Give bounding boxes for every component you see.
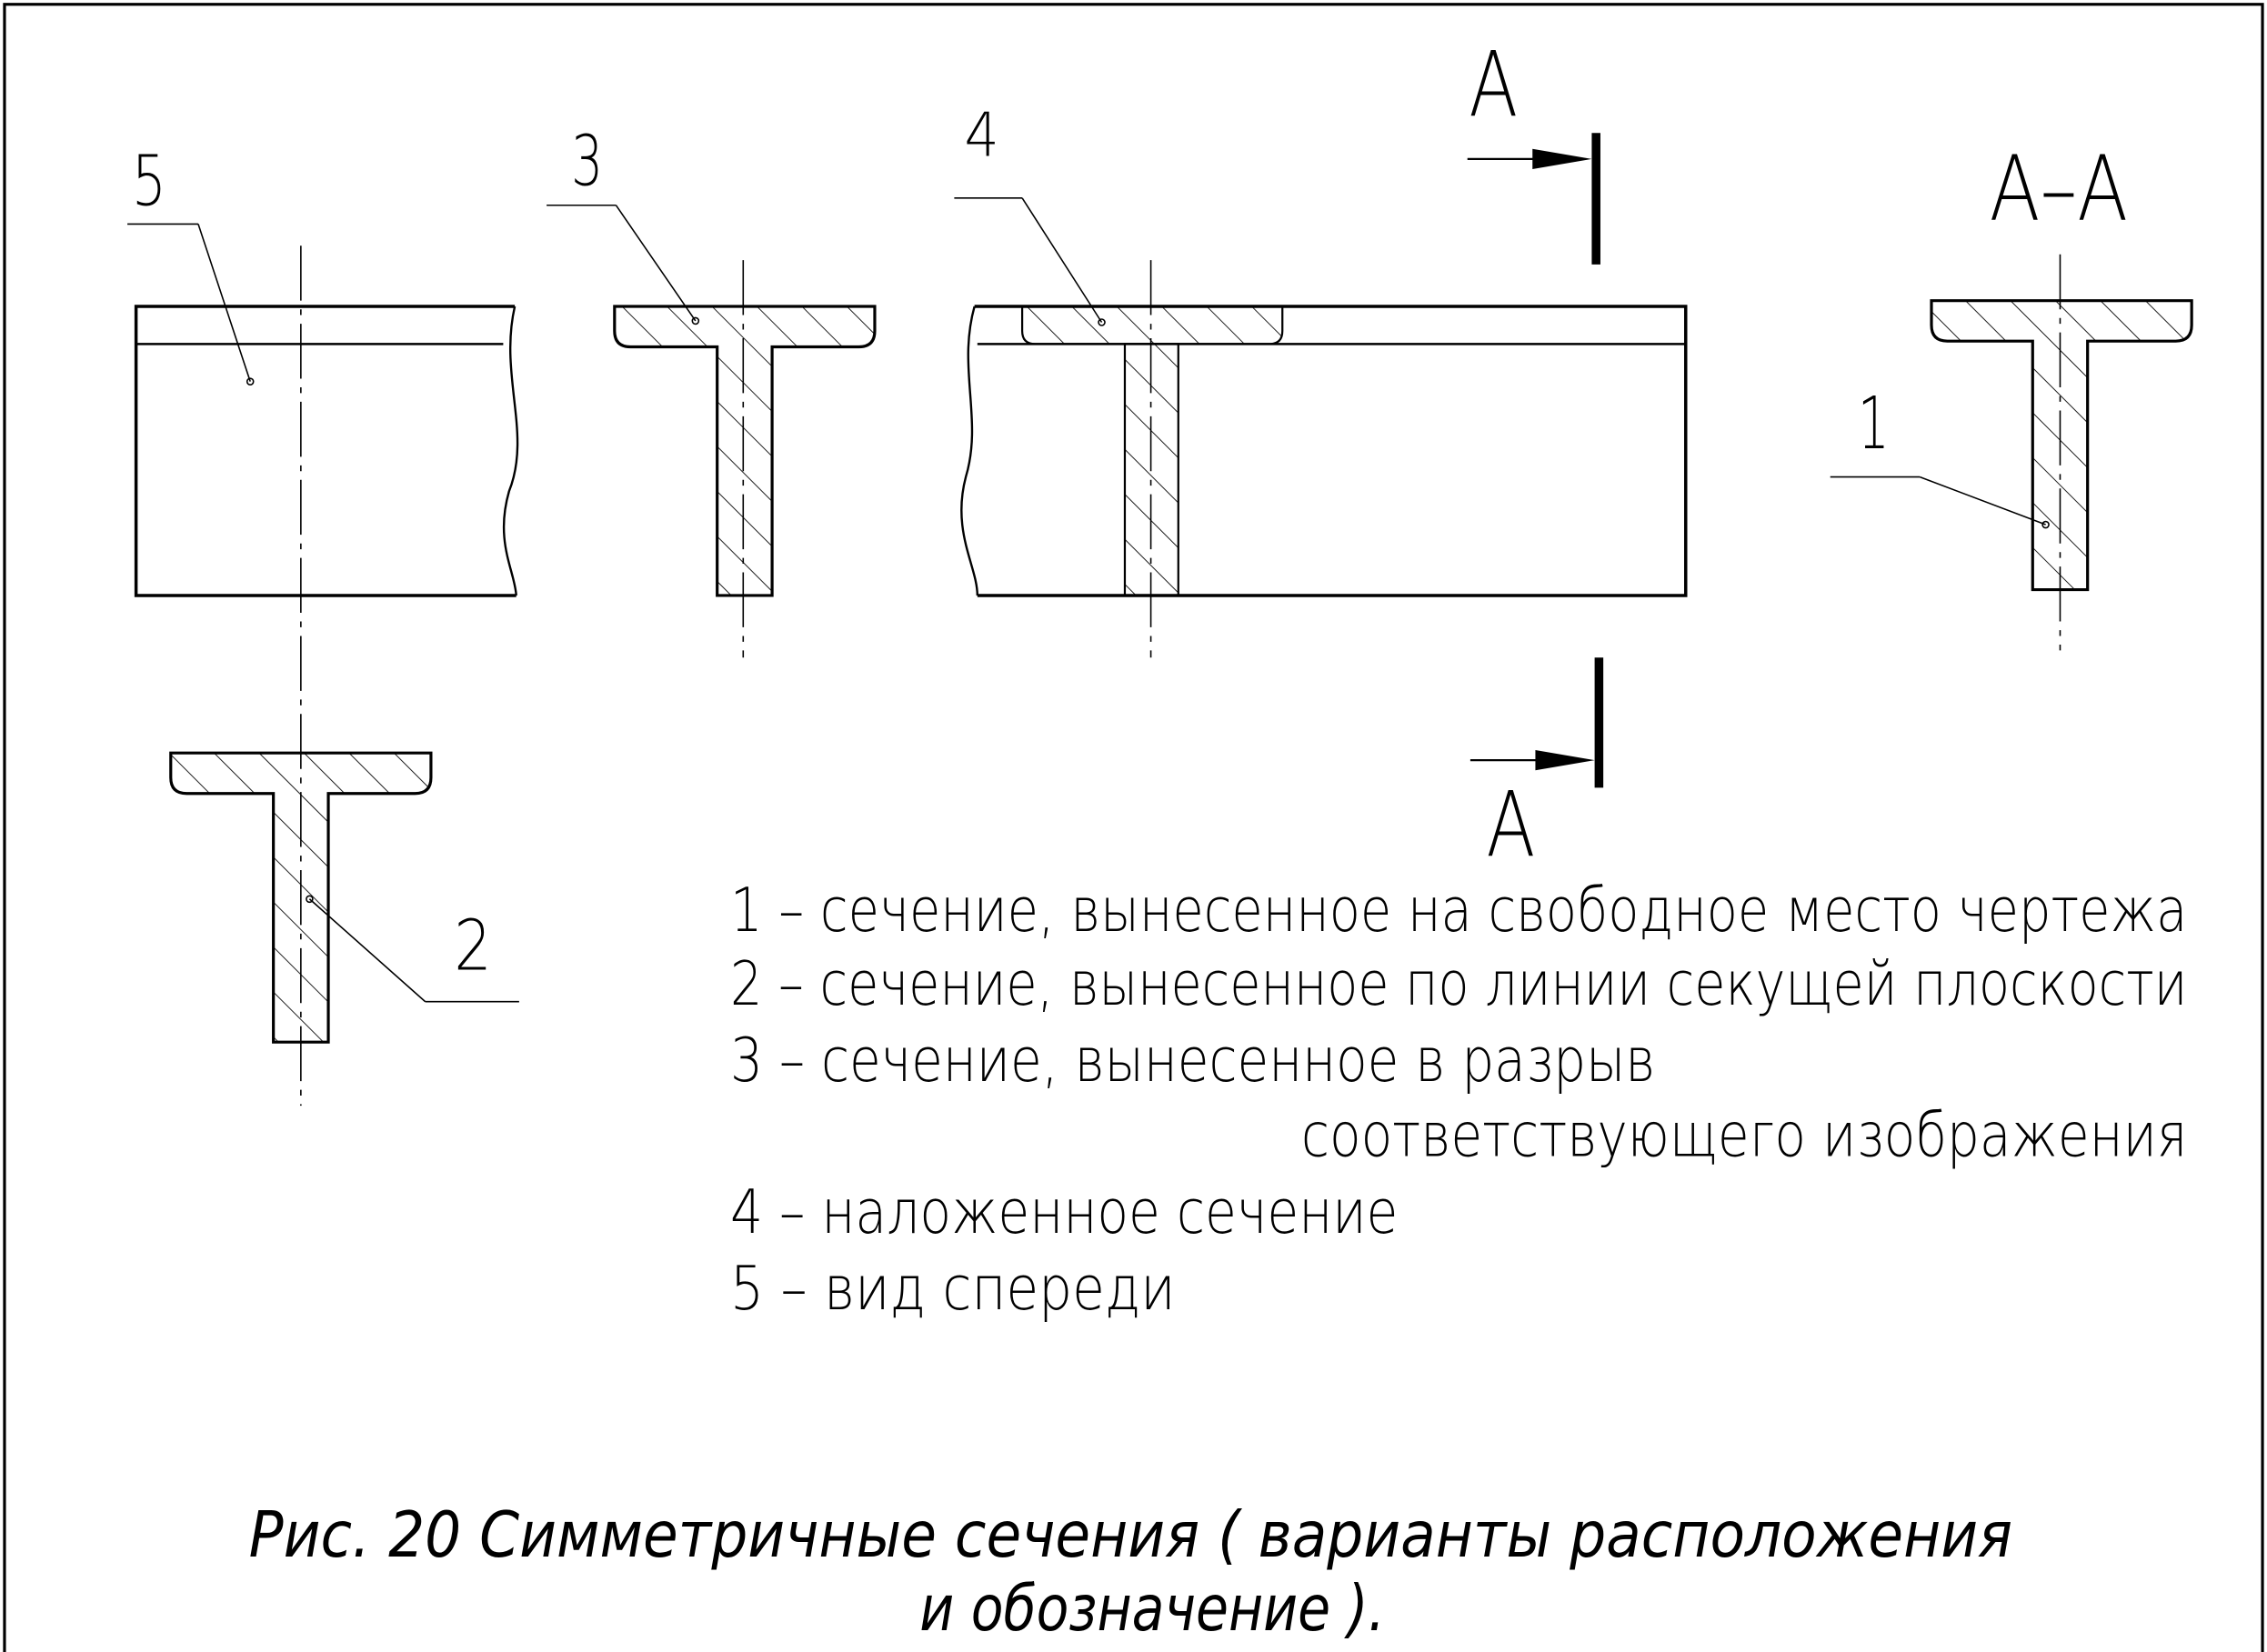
legend-item-2: 2 – сечение, вынесенное по линии секущей… (730, 948, 2187, 1019)
section-4-beam (954, 196, 1688, 658)
cutting-plane-marks (1467, 133, 1604, 788)
label-4: 4 (965, 100, 999, 171)
figure-caption-line2: и обозначение ). (919, 1572, 1385, 1646)
label-1: 1 (1858, 381, 1890, 466)
label-5: 5 (132, 141, 166, 222)
section-aa (1830, 254, 2193, 651)
legend-item-3-cont: соответствующего изображения (1301, 1100, 2187, 1171)
legend-item-4: 4 – наложенное сечение (730, 1176, 1398, 1247)
label-3: 3 (571, 120, 603, 201)
figure-caption-line1: Рис. 20 Симметричные сечения ( варианты … (249, 1498, 2012, 1572)
drawing-frame (3, 3, 2264, 1652)
legend-item-1: 1 – сечение, вынесенное на свободное мес… (730, 875, 2187, 946)
section-3 (547, 204, 877, 658)
legend-item-3: 3 – сечение, вынесенное в разрыв (730, 1025, 1655, 1096)
legend-item-5: 5 – вид спереди (730, 1253, 1176, 1324)
cut-label-top: А (1469, 34, 1518, 137)
legend: 1 – сечение, вынесенное на свободное мес… (730, 875, 2187, 1324)
section-title-aa: А–А (1990, 138, 2129, 242)
section-2 (169, 751, 519, 1044)
label-2: 2 (454, 906, 491, 986)
cut-label-bottom: А (1486, 774, 1535, 877)
